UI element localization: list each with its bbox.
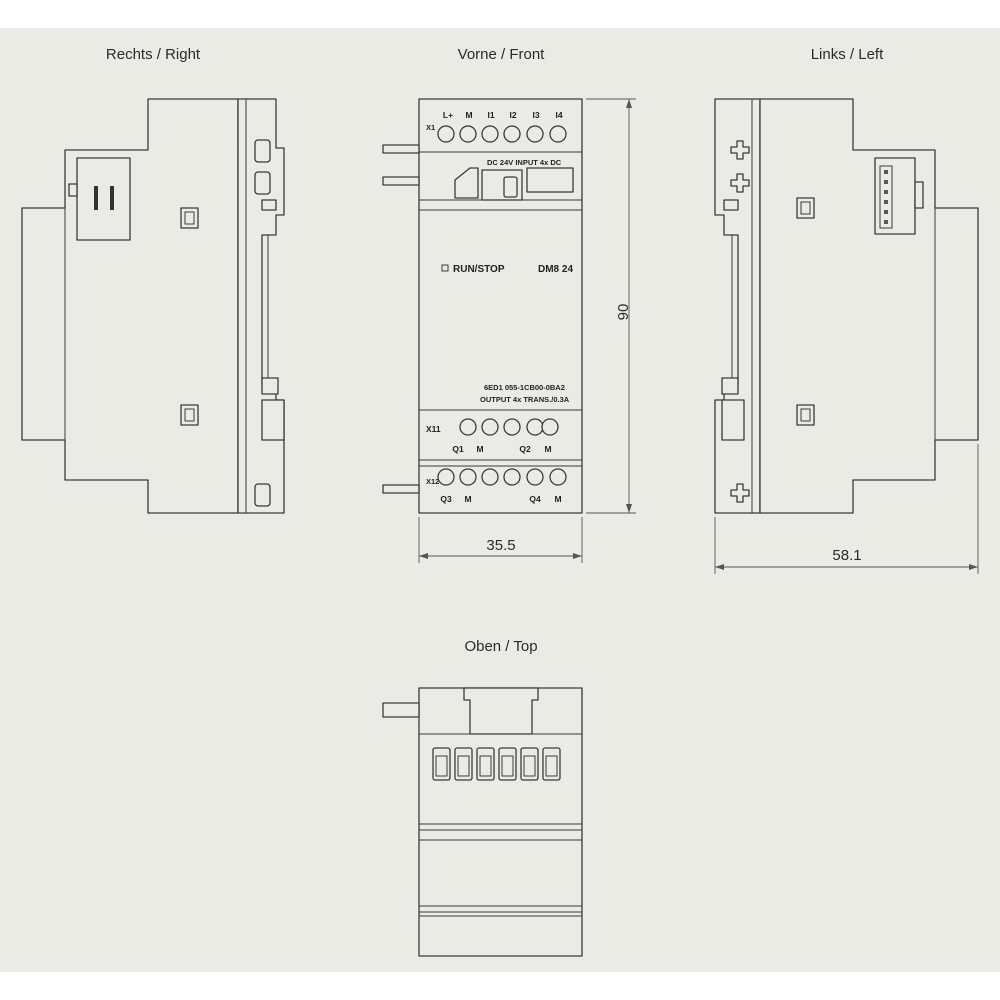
input-terminal-label-3: I2 (509, 110, 516, 120)
right-view-indent-top (180, 207, 199, 229)
connector-pin-1 (94, 186, 98, 210)
view-title-left: Links / Left (811, 46, 884, 63)
dimension-height-value: 90 (615, 304, 632, 321)
output-row2-label-2: Q4 (529, 494, 541, 504)
view-title-front: Vorne / Front (458, 46, 546, 63)
output-row2-label-0: Q3 (440, 494, 452, 504)
left-view-cross-mid (730, 173, 750, 193)
left-view-indent-bottom (796, 404, 815, 426)
model-label: DM8 24 (538, 264, 573, 275)
right-view-clip-mid (254, 171, 271, 195)
run-stop-indicator (441, 264, 449, 272)
output-terminal-screw-10 (549, 468, 567, 486)
connector-label-x1: X1 (426, 123, 435, 132)
output-row1-label-2: Q2 (519, 444, 531, 454)
input-terminal-screw-5 (549, 125, 567, 143)
output-terminal-screw-2 (503, 418, 521, 436)
dimension-depth-value: 58.1 (832, 547, 861, 564)
dimension-front-width-value: 35.5 (486, 537, 515, 554)
connector-pin-2 (110, 186, 114, 210)
output-terminal-screw-1 (481, 418, 499, 436)
dimension-depth: 58.1 (714, 444, 979, 574)
input-terminal-screw-0 (437, 125, 455, 143)
output-row2-label-1: M (464, 494, 471, 504)
front-view-cover-flap (454, 167, 479, 199)
front-view-bus-pin-1 (382, 144, 420, 154)
input-spec-label: DC 24V INPUT 4x DC (487, 158, 562, 167)
view-title-top: Oben / Top (464, 638, 537, 655)
left-view-cross-bottom (730, 483, 750, 503)
output-terminal-screw-4 (541, 418, 559, 436)
left-view-indent-top (796, 197, 815, 219)
output-terminal-screw-3 (526, 418, 544, 436)
connector-label-x12: X12 (426, 477, 439, 486)
output-row1-label-1: M (476, 444, 483, 454)
output-terminal-screw-6 (459, 468, 477, 486)
front-view-label-slot (526, 167, 574, 193)
input-terminal-label-0: L+ (443, 110, 453, 120)
top-view-bus-pin (382, 702, 420, 718)
right-view-clip-bottom (254, 483, 271, 507)
output-terminal-screw-9 (526, 468, 544, 486)
left-view-cross-top (730, 140, 750, 160)
part-number-label: 6ED1 055-1CB00-0BA2 (484, 383, 565, 392)
input-terminal-label-1: M (465, 110, 472, 120)
right-view-latch (261, 199, 277, 211)
output-terminal-screw-0 (459, 418, 477, 436)
left-view-connector (874, 157, 916, 235)
run-stop-label: RUN/STOP (453, 264, 505, 275)
input-terminal-label-4: I3 (532, 110, 539, 120)
front-view-bus-pin-3 (382, 484, 420, 494)
output-terminal-screw-5 (437, 468, 455, 486)
right-view-foot (261, 399, 285, 441)
output-row2-label-3: M (554, 494, 561, 504)
dimension-front-width: 35.5 (418, 517, 583, 563)
right-view-latch-lower (261, 377, 279, 395)
front-view-bus-pin-2 (382, 176, 420, 186)
right-view-indent-bottom (180, 404, 199, 426)
output-row1-label-3: M (544, 444, 551, 454)
input-terminal-screw-3 (503, 125, 521, 143)
view-title-right: Rechts / Right (106, 46, 201, 63)
output-terminal-screw-8 (503, 468, 521, 486)
input-terminal-label-5: I4 (555, 110, 562, 120)
front-view: X1 L+ M I1 I2 I3 I4 DC 24V INPUT 4x DC R… (382, 98, 583, 514)
output-spec-label: OUTPUT 4x TRANS./0.3A (480, 395, 570, 404)
right-view-clip-top (254, 139, 271, 163)
top-view-latch (463, 687, 539, 735)
input-terminal-screw-2 (481, 125, 499, 143)
top-view (382, 687, 583, 957)
input-terminal-screw-1 (459, 125, 477, 143)
dimension-height: 90 (586, 98, 636, 514)
left-side-view (714, 98, 979, 514)
input-terminal-label-2: I1 (487, 110, 494, 120)
output-row1-label-0: Q1 (452, 444, 464, 454)
input-terminal-screw-4 (526, 125, 544, 143)
connector-label-x11: X11 (426, 424, 441, 434)
right-view-connector (76, 157, 131, 241)
right-side-view (21, 98, 285, 514)
output-terminal-screw-7 (481, 468, 499, 486)
front-view-switch (503, 176, 518, 198)
